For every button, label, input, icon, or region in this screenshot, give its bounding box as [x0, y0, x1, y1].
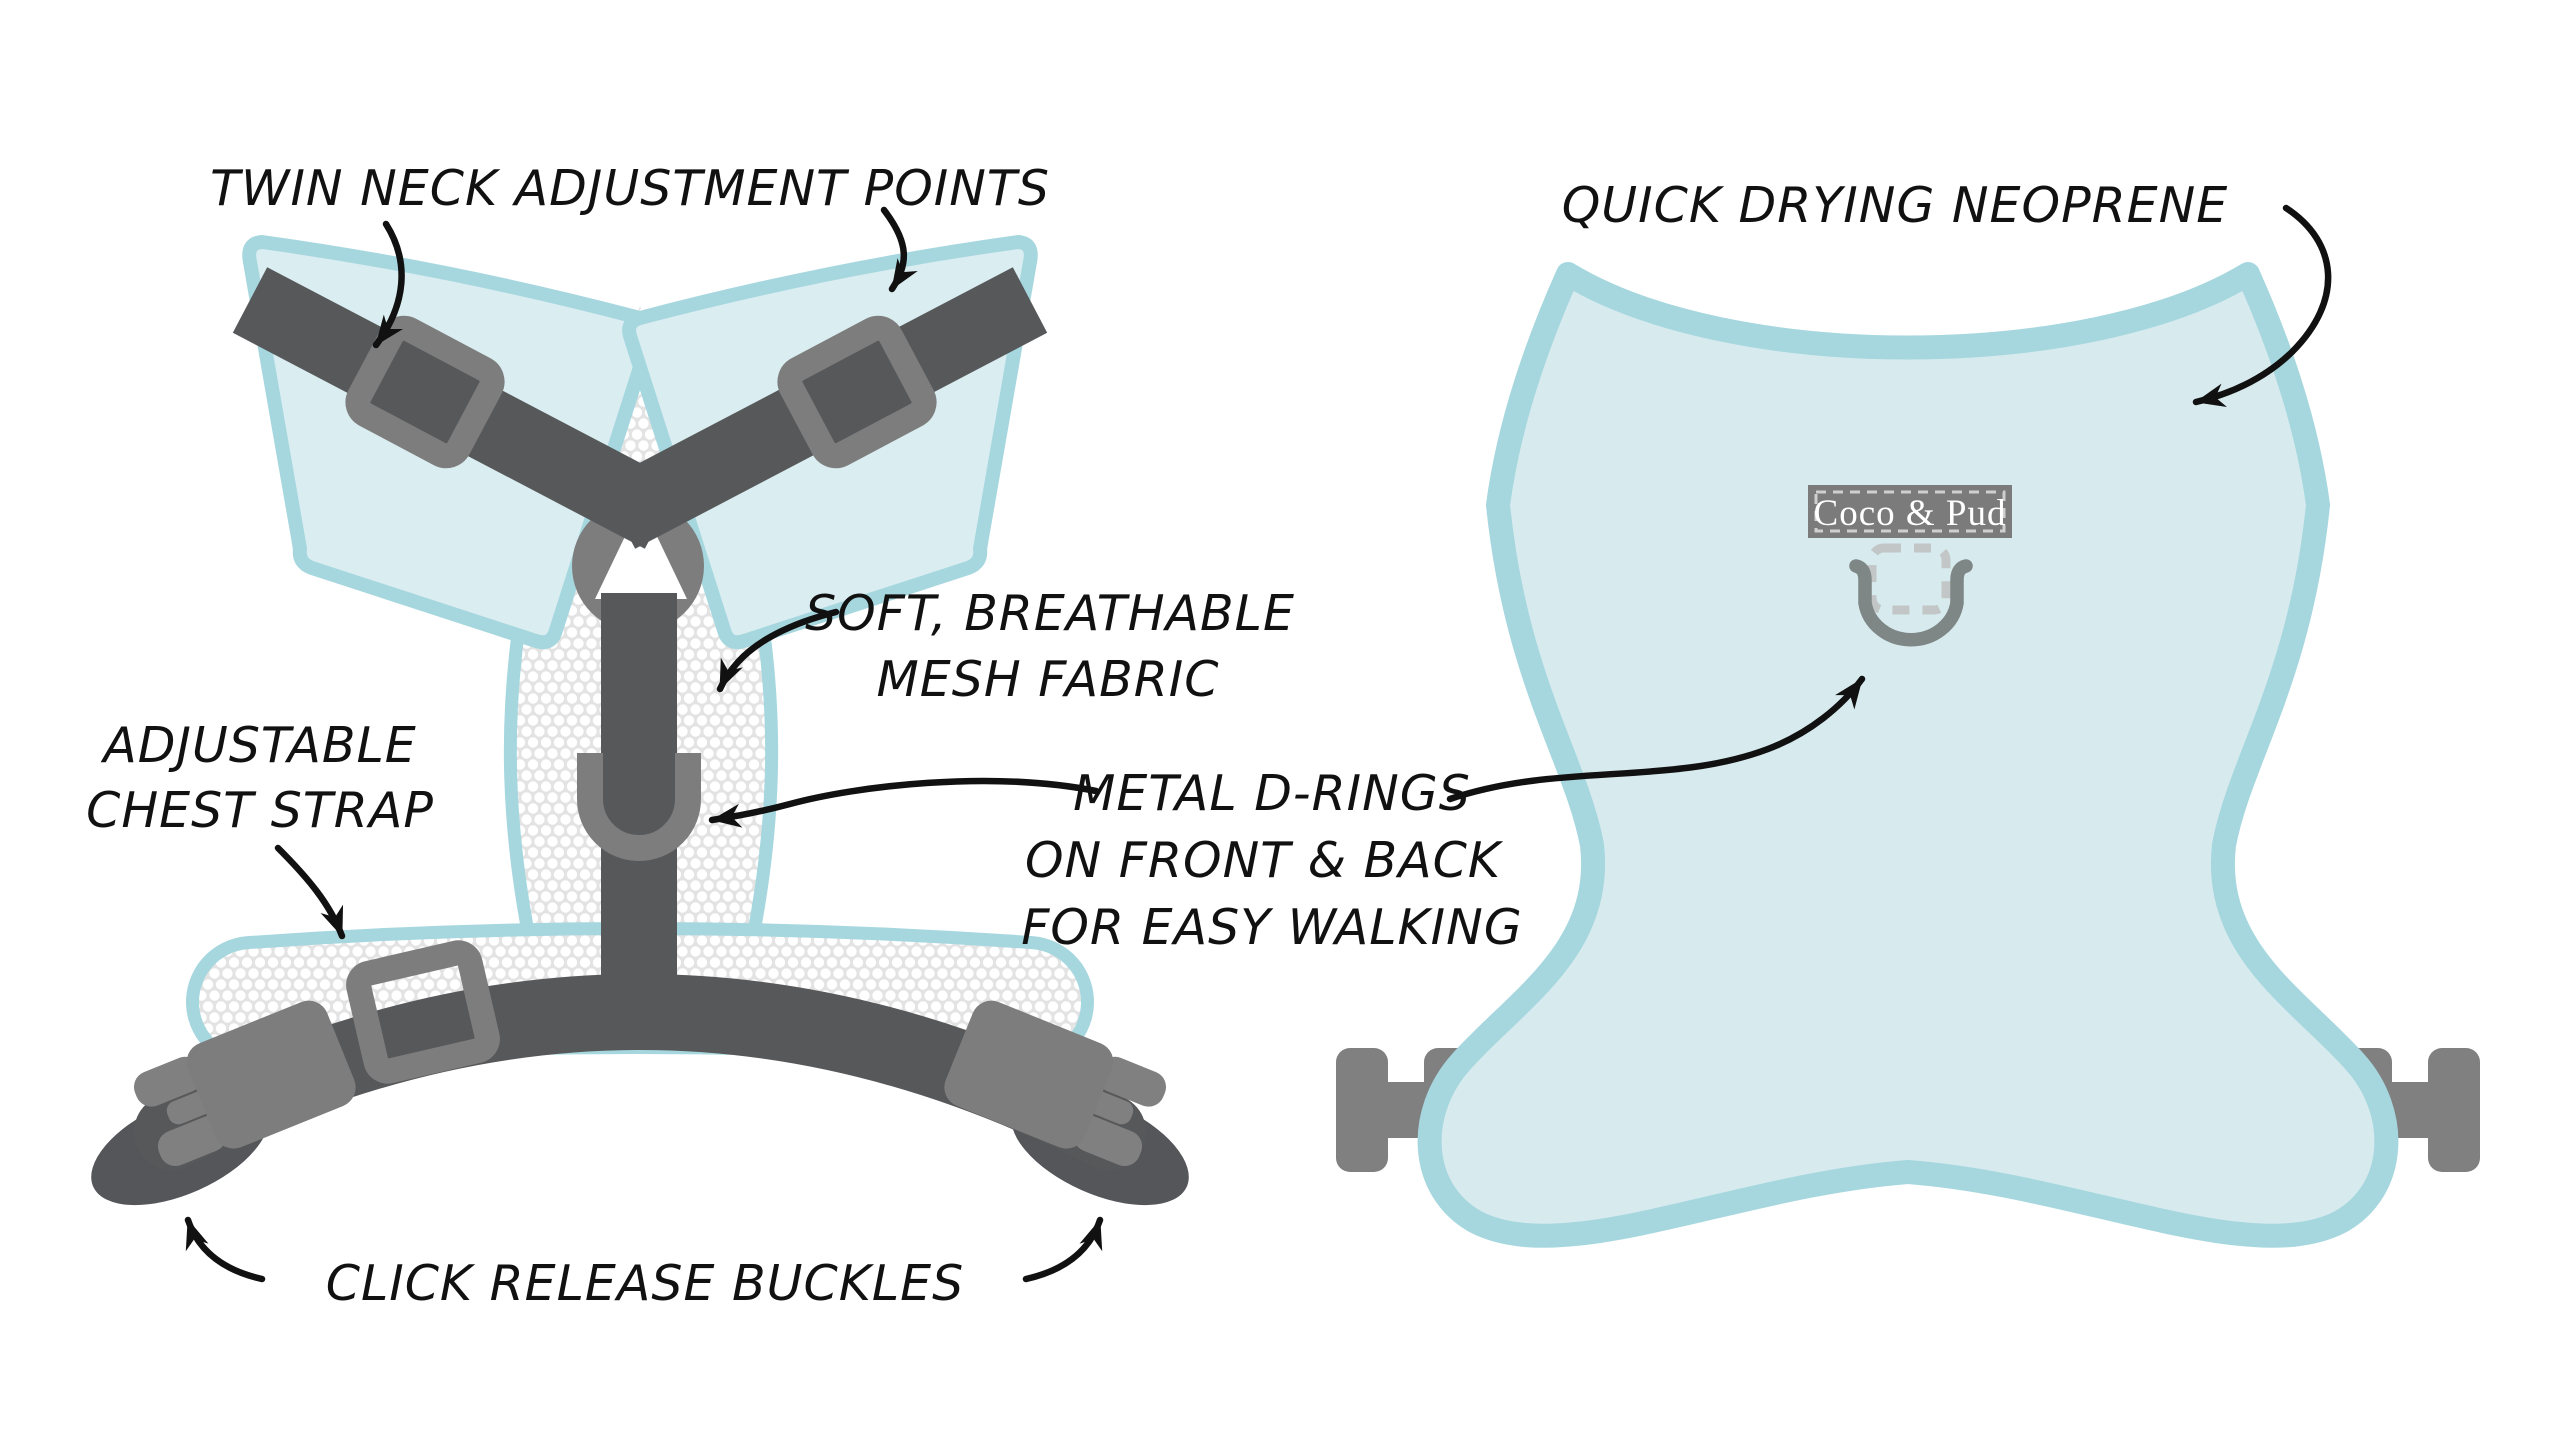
arrow-adjustable-chest	[274, 844, 346, 940]
arrow-dring-back	[1446, 675, 1866, 803]
arrow-quick-drying	[2192, 204, 2332, 408]
label-metal-drings-line3: FOR EASY WALKING	[1021, 899, 1523, 956]
annotations: TWIN NECK ADJUSTMENT POINTS QUICK DRYING…	[86, 160, 2332, 1312]
back-d-ring	[1849, 559, 1973, 647]
front-harness-view	[91, 235, 1189, 1206]
click-release-buckle-left	[133, 1000, 356, 1166]
chest-adjuster-buckle	[346, 940, 500, 1084]
arrow-twin-neck-right	[880, 206, 918, 293]
brand-label-patch: Coco & Pud	[1808, 485, 2012, 538]
back-harness-view: Coco & Pud	[1336, 262, 2480, 1248]
label-soft-mesh-line1: SOFT, BREATHABLE	[805, 585, 1295, 642]
back-stitch-square	[1867, 543, 1951, 615]
neck-adjuster-buckle-left	[345, 315, 505, 469]
neck-strap-right	[600, 267, 1048, 549]
neck-adjuster-buckle-right	[777, 315, 937, 469]
label-soft-mesh-line2: MESH FABRIC	[877, 651, 1220, 708]
neck-strap-left	[232, 267, 680, 549]
front-junction-wedge	[595, 503, 687, 599]
label-adjustable-line2: CHEST STRAP	[86, 782, 434, 839]
arrow-soft-mesh	[716, 608, 840, 693]
click-release-buckle-right	[944, 1000, 1167, 1166]
arrow-click-release-left	[184, 1216, 266, 1283]
label-metal-drings-line2: ON FRONT & BACK	[1025, 832, 1504, 889]
label-adjustable-line1: ADJUSTABLE	[100, 717, 417, 774]
back-neoprene-body	[1417, 262, 2399, 1248]
front-d-ring	[577, 753, 701, 861]
label-metal-drings-line1: METAL D-RINGS	[1073, 765, 1471, 822]
label-click-release: CLICK RELEASE BUCKLES	[326, 1255, 965, 1312]
front-vertical-strap	[601, 593, 677, 1045]
arrow-dring-front	[708, 777, 1100, 828]
arrow-twin-neck-left	[372, 220, 405, 349]
arrow-click-release-right	[1022, 1216, 1104, 1283]
label-quick-drying: QUICK DRYING NEOPRENE	[1562, 177, 2229, 234]
label-twin-neck: TWIN NECK ADJUSTMENT POINTS	[210, 160, 1050, 217]
brand-label-text: Coco & Pud	[1814, 493, 2007, 534]
